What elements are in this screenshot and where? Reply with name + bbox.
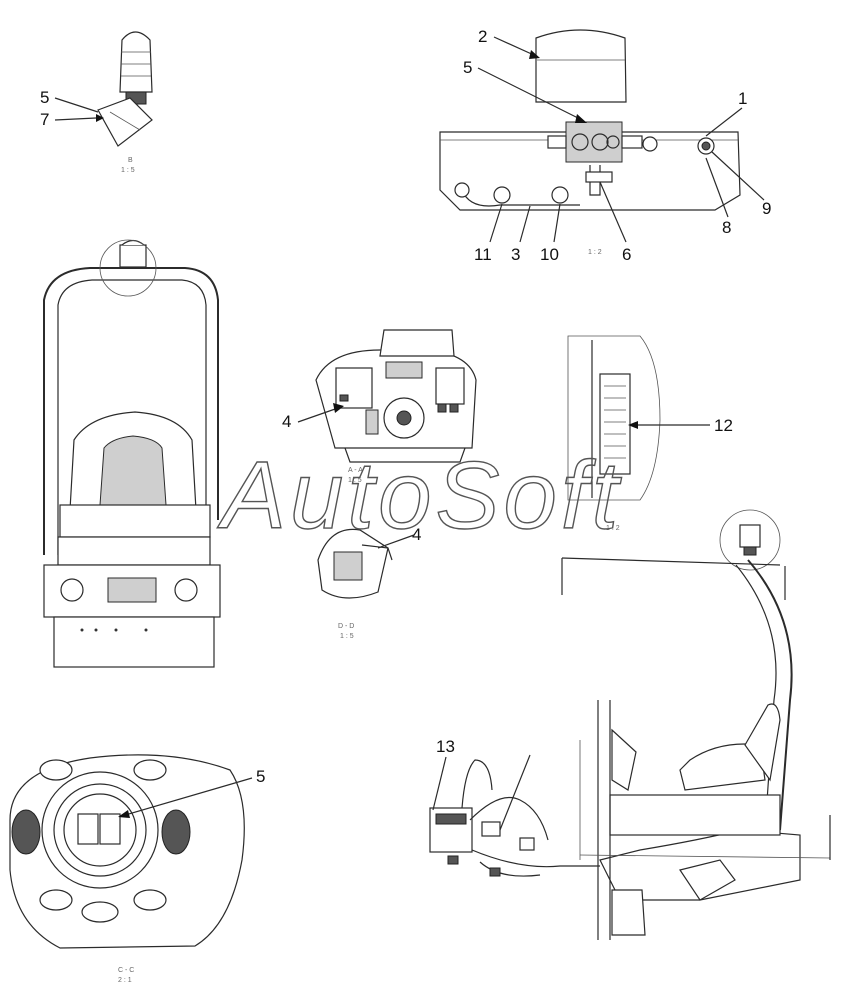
callout-1: 1: [738, 89, 747, 108]
aa-view-label: A - A: [348, 467, 363, 474]
machine-side-view: [561, 509, 831, 940]
cc-view-label: C - C: [118, 967, 134, 974]
callout-5-top: 5: [463, 58, 472, 77]
beacon-top-detail-cc: [9, 754, 245, 949]
callout-6: 6: [622, 245, 631, 264]
callout-11: 11: [474, 245, 492, 264]
callout-7: 7: [40, 110, 49, 129]
cc-scale-label: 2 : 1: [118, 977, 132, 984]
roof-beacon-detail: [439, 29, 741, 211]
callout-5-bottom: 5: [256, 767, 265, 786]
aa-scale-label: 1 : 5: [348, 477, 362, 484]
callout-4-panel: 4: [282, 412, 291, 431]
callout-8: 8: [722, 218, 731, 237]
machine-rear-view: [43, 239, 221, 668]
beacon-detail-b: [97, 31, 153, 147]
dd-scale-label: 1 : 5: [340, 633, 354, 640]
callout-9: 9: [762, 199, 771, 218]
callout-3: 3: [511, 245, 520, 264]
dd-view-label: D - D: [338, 623, 354, 630]
callout-4-lower: 4: [412, 525, 421, 544]
right-scale-label: 1 : 2: [606, 525, 620, 532]
top-scale-label: 1 : 2: [588, 249, 602, 256]
wiring-harness: [429, 754, 600, 877]
control-console-aa: [315, 329, 477, 463]
switch-detail-dd: [317, 528, 393, 599]
callout-12: 12: [714, 416, 733, 435]
callout-10: 10: [540, 245, 559, 264]
callout-2: 2: [478, 27, 487, 46]
callout-5-left: 5: [40, 88, 49, 107]
fuse-box-detail: [567, 335, 661, 501]
autosoft-watermark: AutoSoft: [217, 442, 622, 549]
b-scale-label: 1 : 5: [121, 167, 135, 174]
callout-13: 13: [436, 737, 455, 756]
b-view-label: B: [128, 157, 133, 164]
